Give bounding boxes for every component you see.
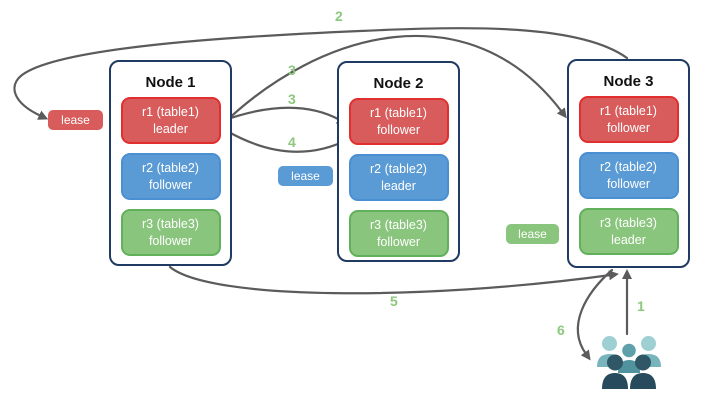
- node3-replica-r3: r3 (table3) leader: [578, 208, 679, 255]
- step-label-3-upper: 3: [288, 62, 296, 78]
- node1-replica-r2: r2 (table2) follower: [120, 153, 221, 200]
- node-3-title: Node 3: [603, 73, 654, 90]
- replica-name: r2 (table2): [370, 162, 427, 177]
- node1-replica-r3: r3 (table3) follower: [120, 209, 221, 256]
- node1-replica-r1: r1 (table1) leader: [120, 97, 221, 144]
- replica-role: follower: [376, 122, 421, 137]
- replica-name: r1 (table1): [600, 104, 657, 119]
- node2-replica-r1: r1 (table1) follower: [348, 98, 449, 145]
- replica-name: r3 (table3): [142, 217, 199, 232]
- node-1-box: Node 1 r1 (table1) leader r2 (table2) fo…: [109, 60, 232, 266]
- arrow-step-5: [168, 265, 619, 295]
- users-icon: [597, 336, 661, 389]
- replica-name: r3 (table3): [370, 218, 427, 233]
- replica-role: follower: [376, 234, 421, 249]
- lease-label-table3: lease: [506, 224, 559, 244]
- replica-role: leader: [611, 232, 646, 247]
- step-label-5: 5: [390, 293, 398, 309]
- lease-label-table1: lease: [48, 110, 103, 130]
- replica-name: r1 (table1): [370, 106, 427, 121]
- node3-replica-r1: r1 (table1) follower: [578, 96, 679, 143]
- replica-role: follower: [606, 120, 651, 135]
- arrow-step-2: [13, 27, 629, 120]
- node2-replica-r3: r3 (table3) follower: [348, 210, 449, 257]
- step-label-2: 2: [335, 8, 343, 24]
- node-1-title: Node 1: [145, 74, 196, 91]
- lease-label-table2: lease: [278, 166, 333, 186]
- step-label-3-lower: 3: [288, 91, 296, 107]
- arrow-step-3-to-node2: [220, 106, 348, 124]
- node2-replica-r2: r2 (table2) leader: [348, 154, 449, 201]
- replica-role: follower: [148, 233, 193, 248]
- node-2-box: Node 2 r1 (table1) follower r2 (table2) …: [337, 61, 460, 262]
- replica-role: leader: [381, 178, 416, 193]
- node-2-title: Node 2: [373, 75, 424, 92]
- step-label-1: 1: [637, 298, 645, 314]
- node3-replica-r2: r2 (table2) follower: [578, 152, 679, 199]
- replica-role: follower: [606, 176, 651, 191]
- node-3-box: Node 3 r1 (table1) follower r2 (table2) …: [567, 59, 690, 268]
- replica-name: r3 (table3): [600, 216, 657, 231]
- step-label-4: 4: [288, 134, 296, 150]
- replica-role: follower: [148, 177, 193, 192]
- replica-name: r1 (table1): [142, 105, 199, 120]
- step-label-6: 6: [557, 322, 565, 338]
- replica-role: leader: [153, 121, 188, 136]
- replica-name: r2 (table2): [600, 160, 657, 175]
- replica-name: r2 (table2): [142, 161, 199, 176]
